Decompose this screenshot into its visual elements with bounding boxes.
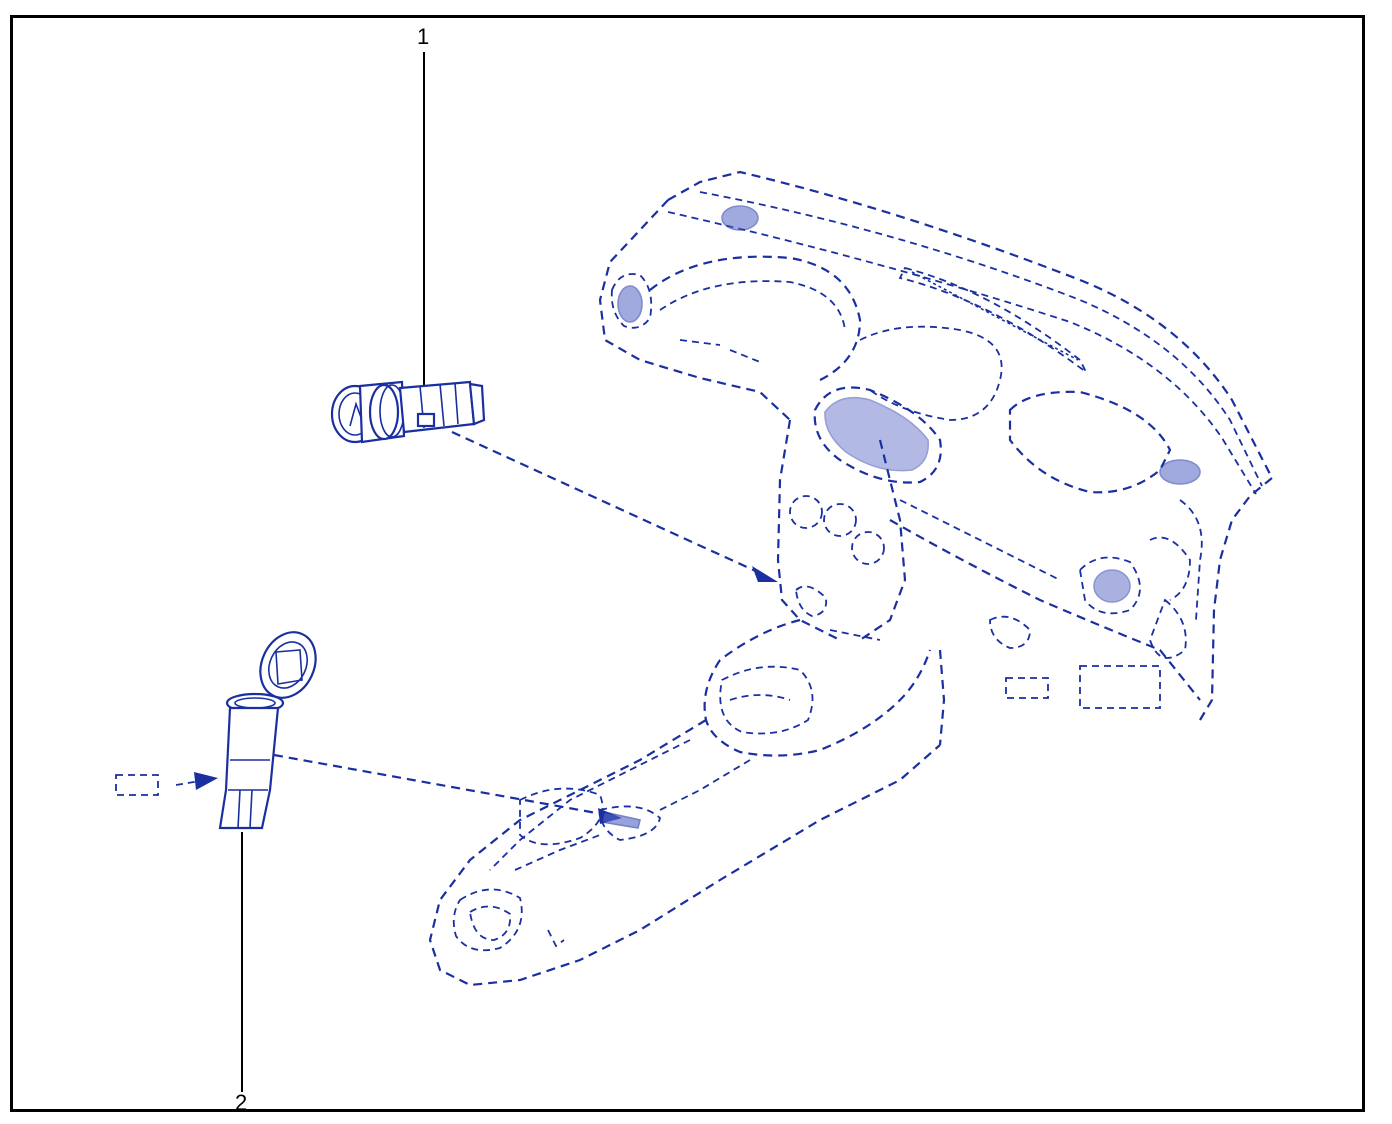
dashboard-console-icon	[428, 170, 1273, 987]
diagram-frame	[10, 15, 1365, 1112]
connector-outline	[115, 774, 159, 796]
assembly-line-2	[273, 753, 603, 816]
callout-label-2: 2	[235, 1090, 247, 1115]
assembly-line-1	[451, 430, 763, 576]
callout-label-1: 1	[417, 24, 429, 49]
cigarette-lighter-icon	[330, 380, 486, 444]
power-socket-icon	[218, 631, 317, 830]
insert-arrow-icon	[194, 772, 218, 790]
assembly-arrow-1-icon	[752, 566, 778, 582]
